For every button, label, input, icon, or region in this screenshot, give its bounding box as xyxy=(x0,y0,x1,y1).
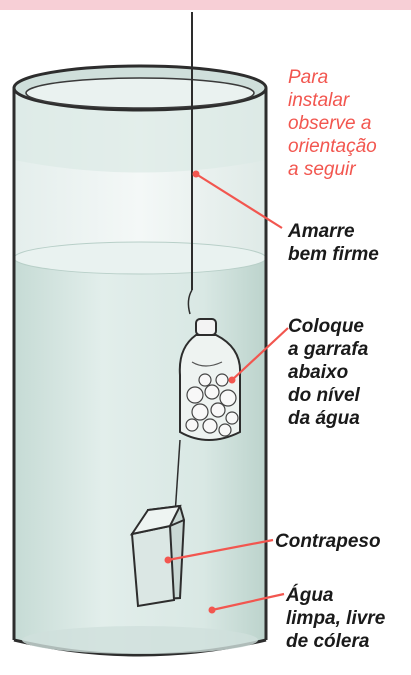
callout-line: abaixo xyxy=(288,362,349,383)
callout-bottle-position: Coloque a garrafa abaixo do nível da águ… xyxy=(288,315,368,430)
callout-line: Amarre xyxy=(288,221,355,242)
callout-line: do nível xyxy=(288,385,360,406)
callout-tie-firmly: Amarre bem firme xyxy=(288,220,379,266)
instruction-text: Para instalar observe a orientação a seg… xyxy=(288,66,377,181)
callout-line: Contrapeso xyxy=(275,531,381,552)
leader-lines xyxy=(167,173,289,612)
instruction-line: Para xyxy=(288,67,329,88)
callout-line: Água xyxy=(286,585,334,606)
callout-line: de cólera xyxy=(286,631,370,652)
instruction-line: orientação xyxy=(288,136,377,157)
top-color-strip xyxy=(0,0,411,10)
callout-line: bem firme xyxy=(288,244,379,265)
counterweight-icon xyxy=(129,504,186,608)
instruction-line: a seguir xyxy=(288,159,356,180)
callout-line: da água xyxy=(288,408,360,429)
callout-line: Coloque xyxy=(288,316,364,337)
callout-line: limpa, livre xyxy=(286,608,386,629)
callout-line: a garrafa xyxy=(288,339,369,360)
cylinder-container-icon xyxy=(12,64,268,657)
instruction-line: observe a xyxy=(288,113,372,134)
plastic-bottle-icon xyxy=(178,318,242,441)
callout-clean-water: Água limpa, livre de cólera xyxy=(286,584,385,653)
instruction-line: instalar xyxy=(288,90,350,111)
callout-counterweight: Contrapeso xyxy=(275,530,381,553)
